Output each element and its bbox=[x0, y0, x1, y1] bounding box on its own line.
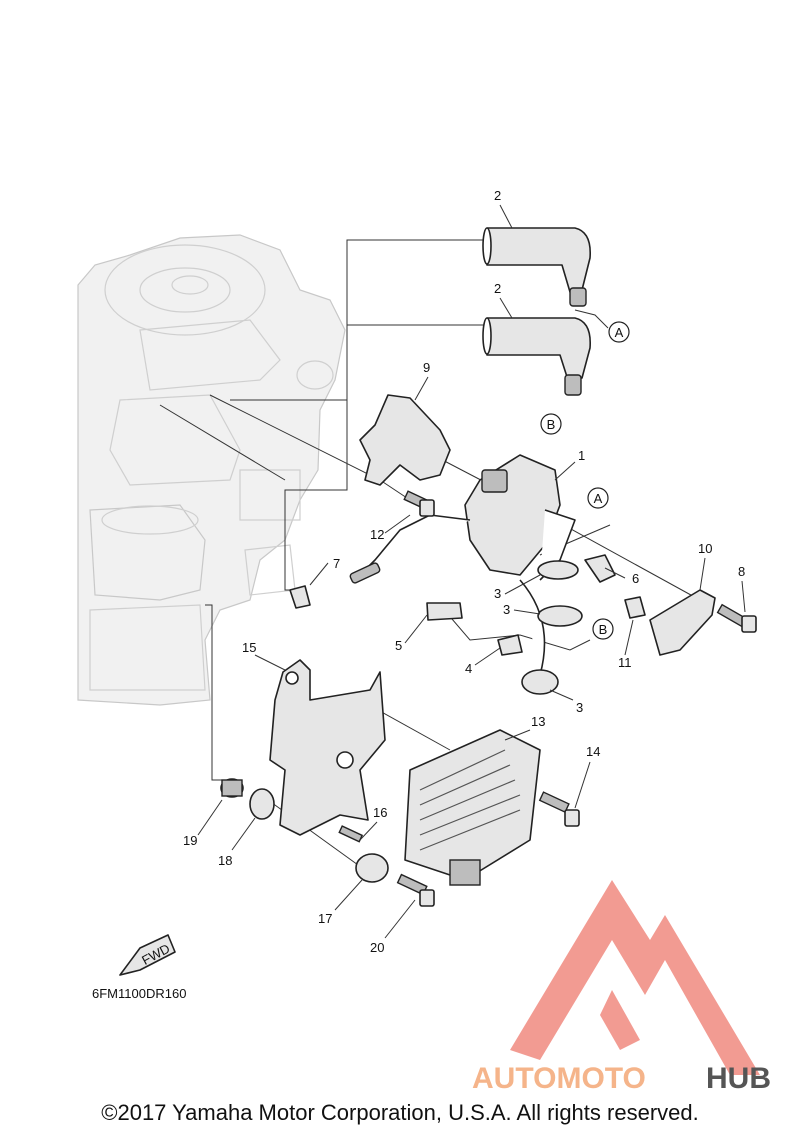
ref-B-lower: B bbox=[592, 618, 614, 640]
rectifier-bracket bbox=[269, 659, 386, 836]
plate-10 bbox=[649, 589, 716, 656]
clamp-4 bbox=[497, 634, 523, 656]
callout-2b: 2 bbox=[494, 281, 501, 296]
svg-text:B: B bbox=[547, 417, 556, 432]
collar-19 bbox=[220, 778, 244, 798]
copyright-notice: ©2017 Yamaha Motor Corporation, U.S.A. A… bbox=[101, 1100, 699, 1125]
clamp-5 bbox=[426, 602, 463, 621]
clamp-6 bbox=[584, 554, 616, 583]
callout-3a: 3 bbox=[494, 586, 501, 601]
screw-16 bbox=[338, 825, 364, 843]
grommet-a bbox=[537, 560, 579, 580]
callout-19: 19 bbox=[183, 833, 197, 848]
diagram-code: 6FM1100DR160 bbox=[92, 986, 186, 1001]
callout-3b: 3 bbox=[503, 602, 510, 617]
fwd-arrow: FWD bbox=[119, 934, 176, 976]
callout-6: 6 bbox=[632, 571, 639, 586]
callout-5: 5 bbox=[395, 638, 402, 653]
clamp-11 bbox=[624, 596, 646, 619]
ignition-bracket bbox=[359, 394, 451, 486]
svg-text:A: A bbox=[615, 325, 624, 340]
svg-text:B: B bbox=[599, 622, 608, 637]
callout-20: 20 bbox=[370, 940, 384, 955]
ref-A-upper: A bbox=[608, 321, 630, 343]
callout-2a: 2 bbox=[494, 188, 501, 203]
bolt-12 bbox=[403, 490, 435, 517]
ref-B-upper: B bbox=[540, 413, 562, 435]
spark-plug-cap-upper bbox=[482, 227, 592, 307]
washer-18 bbox=[249, 788, 275, 820]
svg-text:A: A bbox=[594, 491, 603, 506]
ignition-coil bbox=[349, 454, 576, 676]
grommet-c bbox=[521, 669, 559, 695]
callout-12: 12 bbox=[370, 527, 384, 542]
callout-16: 16 bbox=[373, 805, 387, 820]
automotohub-logo bbox=[510, 880, 760, 1075]
callout-15: 15 bbox=[242, 640, 256, 655]
clamp-7 bbox=[289, 585, 311, 609]
callout-7: 7 bbox=[333, 556, 340, 571]
callout-1: 1 bbox=[578, 448, 585, 463]
callout-leaders bbox=[197, 204, 746, 939]
callout-3c: 3 bbox=[576, 700, 583, 715]
callout-14: 14 bbox=[586, 744, 600, 759]
ref-A-lower: A bbox=[587, 487, 609, 509]
bolt-8 bbox=[716, 603, 757, 633]
fwd-label: FWD bbox=[139, 941, 172, 968]
watermark-text-1: AUTOMOTO bbox=[472, 1062, 646, 1095]
bolt-14 bbox=[538, 791, 580, 827]
engine-outline bbox=[77, 234, 346, 706]
callout-9: 9 bbox=[423, 360, 430, 375]
grommet-17 bbox=[355, 853, 389, 883]
grommet-b bbox=[537, 605, 583, 627]
callout-13: 13 bbox=[531, 714, 545, 729]
callout-numbers: 1 2 2 3 3 3 4 5 6 7 8 9 10 11 12 13 14 1… bbox=[183, 188, 745, 955]
bolt-20 bbox=[396, 873, 435, 907]
spark-plug-cap-lower bbox=[482, 317, 592, 396]
callout-17: 17 bbox=[318, 911, 332, 926]
callout-18: 18 bbox=[218, 853, 232, 868]
callout-10: 10 bbox=[698, 541, 712, 556]
callout-4: 4 bbox=[465, 661, 472, 676]
callout-8: 8 bbox=[738, 564, 745, 579]
rectifier-regulator bbox=[404, 729, 541, 886]
callout-11: 11 bbox=[618, 655, 632, 670]
watermark-text-2: HUB bbox=[706, 1062, 771, 1095]
